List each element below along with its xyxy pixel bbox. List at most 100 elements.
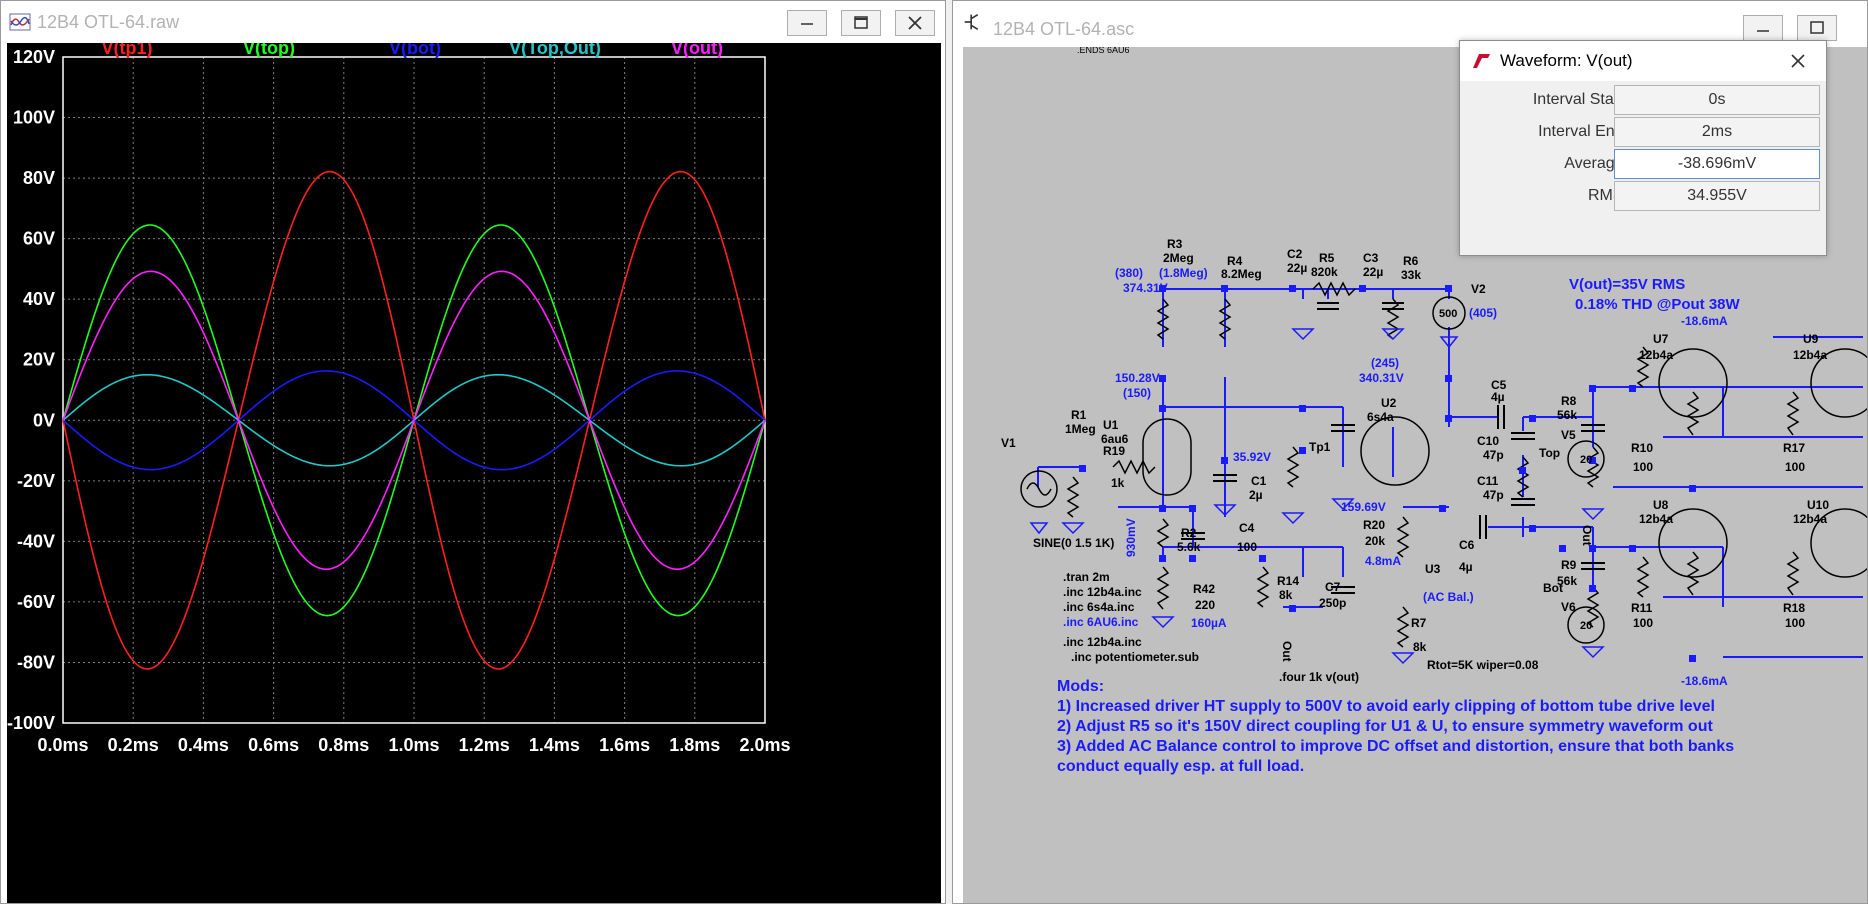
minimize-icon xyxy=(801,23,813,25)
r42-label: R42 xyxy=(1193,582,1215,596)
x-tick-label: 0.2ms xyxy=(108,735,159,755)
current-4-8ma: 4.8mA xyxy=(1365,554,1401,568)
node-374v: 374.31V xyxy=(1123,281,1168,295)
u10-value: 12b4a xyxy=(1793,512,1827,526)
mods-title: Mods: xyxy=(1057,678,1104,695)
dialog-title: Waveform: V(out) xyxy=(1500,51,1633,70)
c4-label: C4 xyxy=(1239,521,1255,535)
r42-value: 220 xyxy=(1195,598,1215,612)
r20-value: 20k xyxy=(1365,534,1385,548)
close-button[interactable] xyxy=(895,10,935,36)
interval-start-field[interactable] xyxy=(1614,85,1820,115)
current-bottom-label: -18.6mA xyxy=(1681,674,1728,688)
mods-notes: Mods: 1) Increased driver HT supply to 5… xyxy=(1057,678,1734,775)
out-port-bottom: Out xyxy=(1280,641,1294,662)
c3-label: C3 xyxy=(1363,251,1379,265)
c7-label: C7 xyxy=(1325,580,1341,594)
r1-value: 1Meg xyxy=(1065,422,1096,436)
node-35v: 35.92V xyxy=(1233,450,1271,464)
waveform-measure-dialog[interactable]: Waveform: V(out) Interval Start: Interva… xyxy=(1459,40,1827,256)
average-field[interactable] xyxy=(1614,149,1820,179)
maximize-button[interactable] xyxy=(841,10,881,36)
interval-end-field[interactable] xyxy=(1614,117,1820,147)
plot-titlebar[interactable]: 12B4 OTL-64.raw xyxy=(1,1,945,45)
interval-start-row: Interval Start: xyxy=(1460,83,1828,117)
u8-value: 12b4a xyxy=(1639,512,1673,526)
r8-label: R8 xyxy=(1561,394,1577,408)
r14-label: R14 xyxy=(1277,574,1299,588)
node-245: (245) xyxy=(1371,356,1399,370)
mod-2: 2) Adjust R5 so it's 150V direct couplin… xyxy=(1057,718,1713,735)
r14-value: 8k xyxy=(1279,588,1293,602)
y-tick-label: 40V xyxy=(23,289,55,309)
y-tick-label: 100V xyxy=(13,108,55,128)
r11-label: R11 xyxy=(1631,601,1653,615)
ac-balance-label: (AC Bal.) xyxy=(1423,590,1474,604)
dialog-titlebar[interactable]: Waveform: V(out) xyxy=(1460,41,1826,81)
interval-end-label: Interval End: xyxy=(1538,123,1628,140)
average-row: Average: xyxy=(1460,147,1828,181)
u7-label: U7 xyxy=(1653,332,1669,346)
c2-label: C2 xyxy=(1287,247,1303,261)
r5-label: R5 xyxy=(1319,251,1335,265)
schematic-icon xyxy=(964,13,979,31)
legend-entry-0: V(tp1) xyxy=(102,43,153,58)
directive-4: .inc 12b4a.inc xyxy=(1063,635,1142,649)
series-line-4 xyxy=(62,270,766,571)
x-tick-label: 0.6ms xyxy=(248,735,299,755)
bot-node-label: Bot xyxy=(1543,581,1563,595)
x-tick-label: 0.4ms xyxy=(178,735,229,755)
r19-value: 1k xyxy=(1111,476,1125,490)
resistor-symbols xyxy=(1066,281,1800,648)
u1-label: U1 xyxy=(1103,418,1119,432)
close-icon[interactable] xyxy=(1786,49,1810,73)
c3-value: 22µ xyxy=(1363,265,1383,279)
maximize-icon xyxy=(854,16,868,29)
voltage-sources xyxy=(1020,296,1605,644)
u9-value: 12b4a xyxy=(1793,348,1827,362)
node-930mv: 930mV xyxy=(1124,518,1138,557)
minimize-button[interactable] xyxy=(787,10,827,36)
close-icon xyxy=(908,16,922,30)
c11-value: 47p xyxy=(1483,488,1504,502)
legend-entry-2: V(bot) xyxy=(389,43,441,58)
plot-background xyxy=(7,43,941,903)
directive-2: .inc 6s4a.inc xyxy=(1063,600,1135,614)
rtot-note: Rtot=5K wiper=0.08 xyxy=(1427,658,1539,672)
c6-value: 4µ xyxy=(1459,560,1473,574)
schematic-maximize-button[interactable] xyxy=(1797,15,1837,41)
c7-value: 250p xyxy=(1319,596,1346,610)
v5-value: 20 xyxy=(1580,454,1592,466)
four-directive: .four 1k v(out) xyxy=(1279,670,1359,684)
c10-label: C10 xyxy=(1477,434,1499,448)
y-tick-label: 0V xyxy=(33,410,55,430)
y-tick-label: 20V xyxy=(23,350,55,370)
plot-window-title: 12B4 OTL-64.raw xyxy=(37,12,180,32)
mod-3: 3) Added AC Balance control to improve D… xyxy=(1057,738,1734,755)
r9-value: 56k xyxy=(1557,574,1577,588)
r19-label: R19 xyxy=(1103,444,1125,458)
legend-entry-1: V(top) xyxy=(243,43,295,58)
r3-note: (1.8Meg) xyxy=(1159,266,1208,280)
r3-label: R3 xyxy=(1167,237,1183,251)
v6-label: V6 xyxy=(1561,600,1576,614)
schematic-titlebar[interactable]: 12B4 OTL-64.asc xyxy=(953,1,1867,45)
junction-dots xyxy=(1079,285,1696,662)
schematic-minimize-button[interactable] xyxy=(1743,15,1783,41)
x-tick-label: 1.4ms xyxy=(529,735,580,755)
average-label: Average: xyxy=(1564,155,1628,172)
u8-label: U8 xyxy=(1653,498,1669,512)
thd-note: 0.18% THD @Pout 38W xyxy=(1575,296,1740,313)
mod-1: 1) Increased driver HT supply to 500V to… xyxy=(1057,698,1715,715)
out-port-top: Out xyxy=(1580,525,1594,546)
c5-label: C5 xyxy=(1491,378,1507,392)
directive-0: .tran 2m xyxy=(1063,570,1110,584)
y-tick-label: 120V xyxy=(13,47,55,67)
rms-field[interactable] xyxy=(1614,181,1820,211)
c10-value: 47p xyxy=(1483,448,1504,462)
y-tick-label: -100V xyxy=(7,713,55,733)
node-380: (380) xyxy=(1115,266,1143,280)
node-150: (150) xyxy=(1123,386,1151,400)
